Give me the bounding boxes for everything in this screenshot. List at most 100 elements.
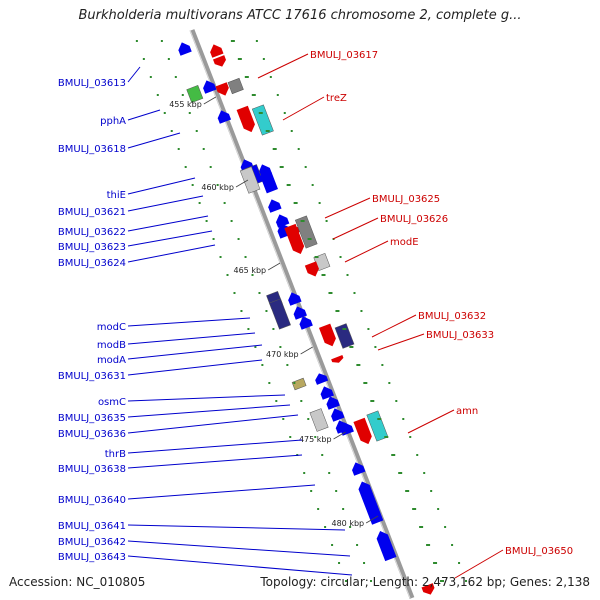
- gene-reverse-strand[interactable]: [176, 40, 192, 56]
- gene-label-right[interactable]: BMULJ_03633: [426, 330, 494, 341]
- track-guide-dot: [205, 220, 208, 222]
- gene-reverse-strand[interactable]: [216, 108, 232, 124]
- track-guide-dot: [370, 580, 373, 582]
- gene-forward-strand[interactable]: [236, 105, 258, 135]
- gene-reverse-strand[interactable]: [374, 529, 397, 562]
- gene-label-left[interactable]: BMULJ_03624: [58, 258, 126, 269]
- gene-label-left[interactable]: BMULJ_03623: [58, 242, 126, 253]
- track-guide-dot: [318, 202, 321, 204]
- track-guide-dot: [349, 346, 354, 348]
- gene-reverse-strand[interactable]: [356, 479, 384, 525]
- gene-label-right[interactable]: BMULJ_03632: [418, 311, 486, 322]
- track-guide-dot: [300, 400, 303, 402]
- position-tick-label: 480 kbp: [332, 519, 365, 528]
- gene-label-right[interactable]: BMULJ_03617: [310, 50, 378, 61]
- gene-label-left[interactable]: BMULJ_03636: [58, 429, 126, 440]
- gene-feature[interactable]: [334, 323, 355, 349]
- gene-label-left[interactable]: thiE: [107, 190, 126, 201]
- gene-label-right[interactable]: treZ: [326, 93, 347, 104]
- gene-label-left[interactable]: BMULJ_03622: [58, 227, 126, 238]
- track-guide-dot: [307, 238, 312, 240]
- gene-label-left[interactable]: BMULJ_03638: [58, 464, 126, 475]
- gene-forward-strand[interactable]: [215, 82, 231, 98]
- track-guide-dot: [276, 94, 279, 96]
- gene-label-left[interactable]: BMULJ_03635: [58, 413, 126, 424]
- gene-forward-strand[interactable]: [318, 323, 338, 349]
- track-guide-dot: [297, 148, 300, 150]
- gene-label-left[interactable]: modB: [97, 340, 126, 351]
- gene-label-left[interactable]: BMULJ_03618: [58, 144, 126, 155]
- gene-label-left[interactable]: osmC: [98, 397, 126, 408]
- gene-reverse-strand[interactable]: [258, 167, 279, 194]
- gene-label-right[interactable]: modE: [390, 237, 419, 248]
- gene-label-left[interactable]: BMULJ_03641: [58, 521, 126, 532]
- gene-label-right[interactable]: BMULJ_03626: [380, 214, 448, 225]
- gene-forward-strand[interactable]: [421, 583, 437, 597]
- position-tick-line: [235, 179, 249, 188]
- gene-feature[interactable]: [186, 84, 204, 104]
- track-guide-dot: [279, 346, 282, 348]
- gene-label-right[interactable]: BMULJ_03625: [372, 194, 440, 205]
- gene-forward-strand[interactable]: [208, 42, 224, 58]
- gene-label-left[interactable]: modA: [97, 355, 126, 366]
- track-guide-dot: [254, 346, 257, 348]
- gene-label-left[interactable]: pphA: [100, 116, 126, 127]
- gene-label-right[interactable]: amn: [456, 406, 478, 417]
- gene-forward-strand[interactable]: [213, 55, 228, 69]
- gene-reverse-strand[interactable]: [318, 384, 334, 400]
- track-guide-dot: [300, 220, 305, 222]
- track-guide-dot: [167, 58, 170, 60]
- gene-forward-strand[interactable]: [284, 223, 306, 256]
- gene-forward-strand[interactable]: [304, 261, 321, 278]
- track-guide-dot: [286, 364, 289, 366]
- gene-label-leader: [407, 409, 455, 434]
- track-guide-dot: [275, 400, 278, 402]
- track-guide-dot: [303, 472, 306, 474]
- track-guide-dot: [240, 310, 243, 312]
- gene-label-leader: [127, 439, 303, 454]
- track-guide-dot: [356, 364, 361, 366]
- gene-feature[interactable]: [366, 410, 389, 442]
- track-guide-dot: [353, 292, 356, 294]
- gene-label-left[interactable]: BMULJ_03642: [58, 537, 126, 548]
- track-guide-dot: [290, 130, 293, 132]
- gene-feature[interactable]: [309, 408, 329, 432]
- gene-label-left[interactable]: modC: [97, 322, 126, 333]
- gene-forward-strand[interactable]: [353, 417, 374, 447]
- gene-label-left[interactable]: BMULJ_03643: [58, 552, 126, 563]
- gene-reverse-strand[interactable]: [329, 406, 345, 422]
- gene-label-right[interactable]: BMULJ_03650: [505, 546, 573, 557]
- gene-label-leader: [127, 66, 141, 83]
- track-guide-dot: [338, 562, 341, 564]
- gene-reverse-strand[interactable]: [266, 197, 282, 213]
- gene-label-leader: [257, 53, 309, 79]
- gene-label-left[interactable]: BMULJ_03631: [58, 371, 126, 382]
- gene-feature[interactable]: [251, 104, 274, 136]
- gene-reverse-strand[interactable]: [313, 371, 329, 385]
- gene-feature[interactable]: [291, 377, 307, 391]
- gene-label-leader: [127, 215, 209, 232]
- gene-feature[interactable]: [269, 298, 291, 330]
- gene-feature[interactable]: [227, 77, 244, 95]
- gene-reverse-strand[interactable]: [350, 460, 366, 476]
- gene-label-left[interactable]: BMULJ_03640: [58, 495, 126, 506]
- gene-label-left[interactable]: thrB: [105, 449, 126, 460]
- gene-reverse-strand[interactable]: [297, 314, 313, 330]
- gene-reverse-strand[interactable]: [338, 420, 354, 436]
- gene-label-leader: [127, 414, 299, 434]
- gene-reverse-strand[interactable]: [286, 290, 302, 306]
- gene-reverse-strand[interactable]: [274, 212, 290, 228]
- gene-label-left[interactable]: BMULJ_03621: [58, 207, 126, 218]
- gene-forward-strand[interactable]: [331, 355, 344, 365]
- gene-reverse-strand[interactable]: [324, 394, 340, 410]
- track-guide-dot: [416, 454, 419, 456]
- gene-reverse-strand[interactable]: [201, 78, 217, 94]
- track-guide-dot: [293, 202, 298, 204]
- gene-reverse-strand[interactable]: [291, 304, 307, 320]
- track-guide-dot: [346, 274, 349, 276]
- gene-feature[interactable]: [294, 215, 318, 249]
- gene-label-left[interactable]: BMULJ_03613: [58, 78, 126, 89]
- track-guide-dot: [398, 472, 403, 474]
- map-title: Burkholderia multivorans ATCC 17616 chro…: [78, 8, 522, 23]
